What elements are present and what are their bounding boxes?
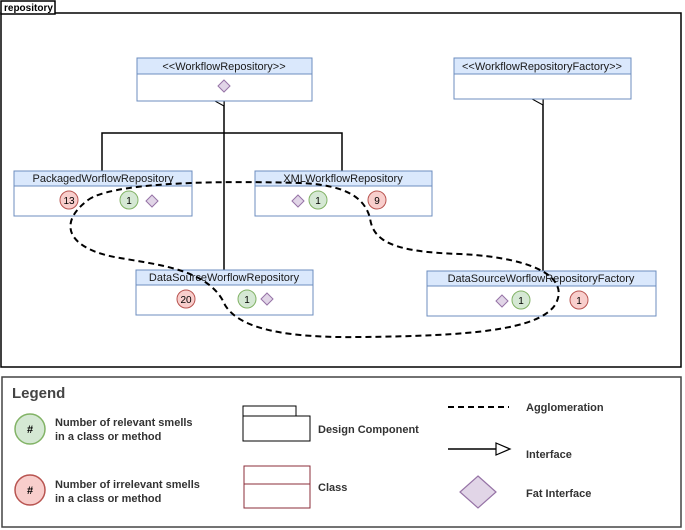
relevant-smell-badge — [511, 290, 531, 310]
class-workflow-repository[interactable]: <<WorkflowRepository>> — [136, 57, 313, 102]
fat-interface-icon — [145, 194, 159, 208]
legend-agglomeration-label: Agglomeration — [526, 402, 604, 414]
legend-relevant-item: # Number of relevant smells in a class o… — [14, 413, 193, 445]
irrelevant-smell-count: 9 — [374, 196, 380, 207]
class-name: <<WorkflowRepository>> — [162, 61, 285, 73]
legend-relevant-line2: in a class or method — [55, 431, 161, 443]
class-workflow-repository-factory[interactable]: <<WorkflowRepositoryFactory>> — [453, 57, 632, 100]
irrelevant-smell-count: 20 — [180, 295, 192, 306]
class-xml-workflow-repository[interactable]: XMLWorkflowRepository 1 9 — [254, 170, 433, 217]
class-datasource-workflow-repository-factory[interactable]: DataSourceWorflowRepositoryFactory 1 1 — [426, 270, 657, 317]
legend-title: Legend — [12, 385, 65, 402]
class-name: <<WorkflowRepositoryFactory>> — [462, 61, 622, 73]
irrelevant-smell-badge — [367, 190, 387, 210]
class-name: PackagedWorflowRepository — [32, 173, 174, 185]
relevant-smell-count: 1 — [518, 296, 524, 307]
irrelevant-smell-badge — [569, 290, 589, 310]
class-packaged-workflow-repository[interactable]: PackagedWorflowRepository 13 1 — [13, 170, 193, 217]
irrelevant-smell-badge — [176, 289, 196, 309]
package-label: repository — [4, 3, 53, 14]
relevant-symbol: # — [27, 424, 33, 436]
legend-class-item: Class — [243, 465, 347, 509]
triangle-arrow-icon — [495, 442, 512, 456]
legend-design-component-label: Design Component — [318, 424, 419, 436]
legend-panel: Legend # Number of relevant smells in a … — [1, 376, 682, 528]
relevant-smell-badge — [119, 190, 139, 210]
class-name: DataSourceWorflowRepository — [149, 272, 300, 284]
relevant-smell-count: 1 — [126, 196, 132, 207]
relevant-smell-badge — [308, 190, 328, 210]
irrelevant-smell-count: 13 — [63, 196, 75, 207]
relevant-smell-count: 1 — [315, 196, 321, 207]
legend-fat-interface-label: Fat Interface — [526, 488, 591, 500]
legend-design-component-item: Design Component — [242, 405, 419, 442]
fat-interface-icon — [291, 194, 305, 208]
fat-interface-icon — [495, 294, 509, 308]
class-shape — [243, 465, 311, 509]
irrelevant-smell-badge — [14, 474, 46, 506]
legend-class-label: Class — [318, 482, 347, 494]
legend-interface-label: Interface — [526, 449, 572, 461]
irrelevant-smell-count: 1 — [576, 296, 582, 307]
interface-connectors — [101, 99, 544, 271]
agglomeration-outline — [69, 181, 560, 339]
irrelevant-symbol: # — [27, 485, 33, 497]
legend-irrelevant-line1: Number of irrelevant smells — [55, 479, 200, 491]
legend-fat-interface-item: Fat Interface — [459, 475, 591, 509]
fat-interface-icon — [459, 475, 497, 509]
design-component-body-shape — [242, 415, 311, 442]
relevant-smell-count: 1 — [244, 295, 250, 306]
class-name: XMLWorkflowRepository — [283, 173, 403, 185]
legend-interface-item: Interface — [448, 442, 572, 461]
class-datasource-workflow-repository[interactable]: DataSourceWorflowRepository 20 1 — [135, 269, 314, 316]
irrelevant-smell-badge — [59, 190, 79, 210]
interface-edge-packaged-xml — [101, 132, 343, 171]
legend-relevant-line1: Number of relevant smells — [55, 417, 193, 429]
legend-irrelevant-line2: in a class or method — [55, 493, 161, 505]
fat-interface-icon — [217, 79, 231, 93]
relevant-smell-badge — [237, 289, 257, 309]
legend-agglomeration-item: Agglomeration — [448, 402, 604, 414]
relevant-smell-badge — [14, 413, 46, 445]
legend-irrelevant-item: # Number of irrelevant smells in a class… — [14, 474, 200, 506]
design-component-tab-shape — [242, 405, 297, 417]
fat-interface-icon — [260, 292, 274, 306]
class-name: DataSourceWorflowRepositoryFactory — [448, 273, 635, 285]
